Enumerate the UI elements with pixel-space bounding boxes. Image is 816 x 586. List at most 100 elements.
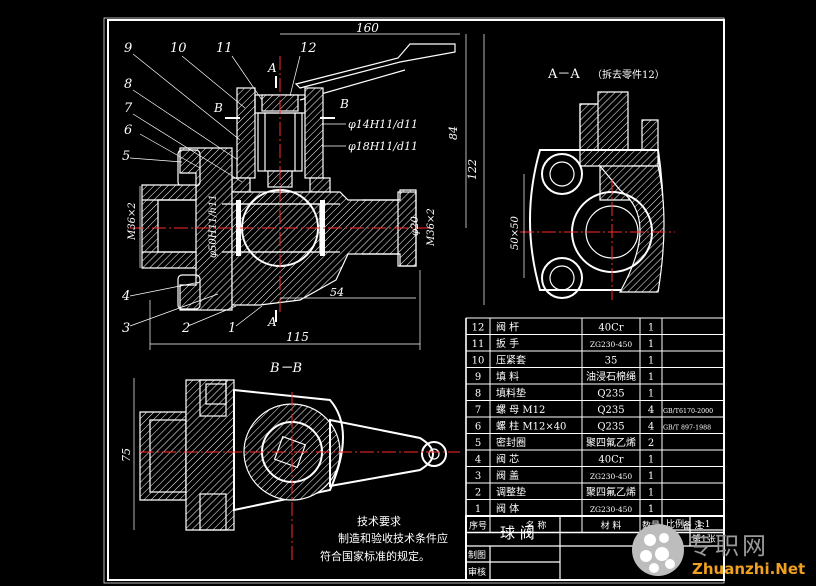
sheet-number: 第1张 xyxy=(692,533,716,545)
section-b-left: B xyxy=(213,101,223,115)
bom-row-name: 螺 柱 M12×40 xyxy=(496,420,566,433)
bom-row-material: 聚四氟乙烯 xyxy=(586,436,636,449)
dim-m36-left: M36×2 xyxy=(127,202,138,241)
dim-115: 115 xyxy=(286,330,309,344)
bom-row-qty: 2 xyxy=(648,438,654,449)
bom-row-name: 调整垫 xyxy=(496,486,526,499)
bom-header-note: 备 注 xyxy=(683,520,704,532)
dim-phi20: φ20 xyxy=(410,216,421,236)
bom-row-no: 3 xyxy=(475,471,481,482)
balloon-10: 10 xyxy=(170,41,187,56)
inner-frame xyxy=(107,19,725,581)
bom-row-name: 阀 体 xyxy=(496,502,519,515)
bom-row-qty: 4 xyxy=(648,422,654,433)
dim-50x50: 50×50 xyxy=(510,216,521,250)
bom-row-name: 阀 芯 xyxy=(496,453,519,466)
balloon-11: 11 xyxy=(216,41,233,56)
dim-m36-right: M36×2 xyxy=(426,208,437,247)
bom-row-name: 扳 手 xyxy=(496,337,519,350)
bom-row-name: 压紧套 xyxy=(496,354,526,367)
balloon-2: 2 xyxy=(181,321,190,336)
bom-row-qty: 1 xyxy=(648,471,654,482)
bom-row-material: Q235 xyxy=(597,389,624,400)
balloon-labels: 9 10 11 12 8 7 6 5 4 3 2 1 xyxy=(121,41,317,336)
bom-row-no: 2 xyxy=(475,488,481,499)
balloon-5: 5 xyxy=(122,149,130,164)
balloon-6: 6 xyxy=(124,123,132,138)
bom-row-note: GB/T6170-2000 xyxy=(663,408,713,415)
dim-phi50: φ50H11/h11 xyxy=(208,194,219,258)
watermark-brand: 专职网 xyxy=(688,532,769,560)
bom-row-name: 填料垫 xyxy=(496,387,526,400)
section-a-bottom: A xyxy=(267,315,277,329)
balloon-3: 3 xyxy=(122,321,130,336)
balloon-12: 12 xyxy=(300,41,317,56)
bom-row-material: 35 xyxy=(605,356,618,367)
tech-req-line1: 制造和验收技术条件应 xyxy=(338,531,448,545)
bom-row-no: 1 xyxy=(475,504,481,515)
bom-row-qty: 1 xyxy=(648,455,654,466)
bom-row-material: 聚四氟乙烯 xyxy=(586,486,636,499)
bom-row-name: 密封圈 xyxy=(496,436,526,449)
bom-row-no: 10 xyxy=(472,356,485,367)
front-view: 160 115 54 84 122 M36×2 M36×2 φ20 φ50H11… xyxy=(127,21,485,350)
drawn-label: 制图 xyxy=(468,549,486,561)
bom-row-no: 11 xyxy=(472,339,485,350)
bom-row-name: 螺 母 M12 xyxy=(496,404,545,416)
view-bb-title: B－B xyxy=(269,361,302,376)
bom-row-material: ZG230-450 xyxy=(590,472,633,481)
bom-row-no: 4 xyxy=(475,455,481,466)
dim-84: 84 xyxy=(447,126,460,140)
bom-row-qty: 1 xyxy=(648,339,654,350)
dim-phi18: φ18H11/d11 xyxy=(348,140,418,153)
bom-row-material: 40Cr xyxy=(598,323,623,334)
balloon-8: 8 xyxy=(124,77,132,92)
dim-160: 160 xyxy=(356,21,379,35)
dim-122: 122 xyxy=(466,159,479,180)
bom-row-name: 阀 杆 xyxy=(496,321,519,334)
bom-row-qty: 1 xyxy=(648,356,654,367)
tech-req-title: 技术要求 xyxy=(357,515,401,528)
bom-row-qty: 1 xyxy=(648,323,654,334)
bom-header-material: 材 料 xyxy=(601,520,622,532)
bom-row-material: Q235 xyxy=(597,422,624,433)
section-a-top: A xyxy=(267,61,277,75)
view-b-b: B－B 75 xyxy=(120,361,460,560)
bom-row-no: 5 xyxy=(475,438,481,449)
bom-row-qty: 1 xyxy=(648,372,654,383)
bom-row-material: 油浸石棉绳 xyxy=(586,370,636,383)
watermark-logo-icon xyxy=(632,524,684,576)
scale-label: 比例 xyxy=(666,518,684,530)
bom-row-no: 12 xyxy=(472,323,485,334)
bom-header-no: 序号 xyxy=(469,520,487,532)
bom-row-no: 9 xyxy=(475,372,481,383)
bom-row-material: 40Cr xyxy=(598,455,623,466)
view-a-a: A－A （拆去零件12） 50×50 xyxy=(510,67,675,300)
checked-label: 审核 xyxy=(468,566,486,578)
section-b-right: B xyxy=(339,97,349,111)
bom-row-no: 6 xyxy=(475,422,481,433)
bom-header-name: 名 称 xyxy=(526,520,547,532)
title-block-title: 球 阀 xyxy=(500,524,535,542)
bom-row-material: ZG230-450 xyxy=(590,340,633,349)
balloon-9: 9 xyxy=(124,41,132,56)
dim-54: 54 xyxy=(330,286,344,299)
tech-req-line2: 符合国家标准的规定。 xyxy=(320,549,430,563)
bom-row-no: 8 xyxy=(475,389,481,400)
bom-row-material: Q235 xyxy=(597,405,624,416)
bom-row-qty: 4 xyxy=(648,405,654,416)
bom-row-name: 阀 盖 xyxy=(496,469,519,482)
scale-value: 1:1 xyxy=(696,520,710,530)
bom-row-qty: 1 xyxy=(648,488,654,499)
balloon-1: 1 xyxy=(228,321,236,336)
balloon-4: 4 xyxy=(121,289,130,304)
view-aa-note: （拆去零件12） xyxy=(592,68,665,81)
watermark-url: Zhuanzhi.Net xyxy=(692,560,806,578)
view-aa-title: A－A xyxy=(547,67,580,82)
bom-row-qty: 1 xyxy=(648,389,654,400)
balloon-7: 7 xyxy=(124,101,133,116)
watermark: 专职网 Zhuanzhi.Net xyxy=(628,520,814,582)
dim-phi14: φ14H11/d11 xyxy=(348,118,418,131)
